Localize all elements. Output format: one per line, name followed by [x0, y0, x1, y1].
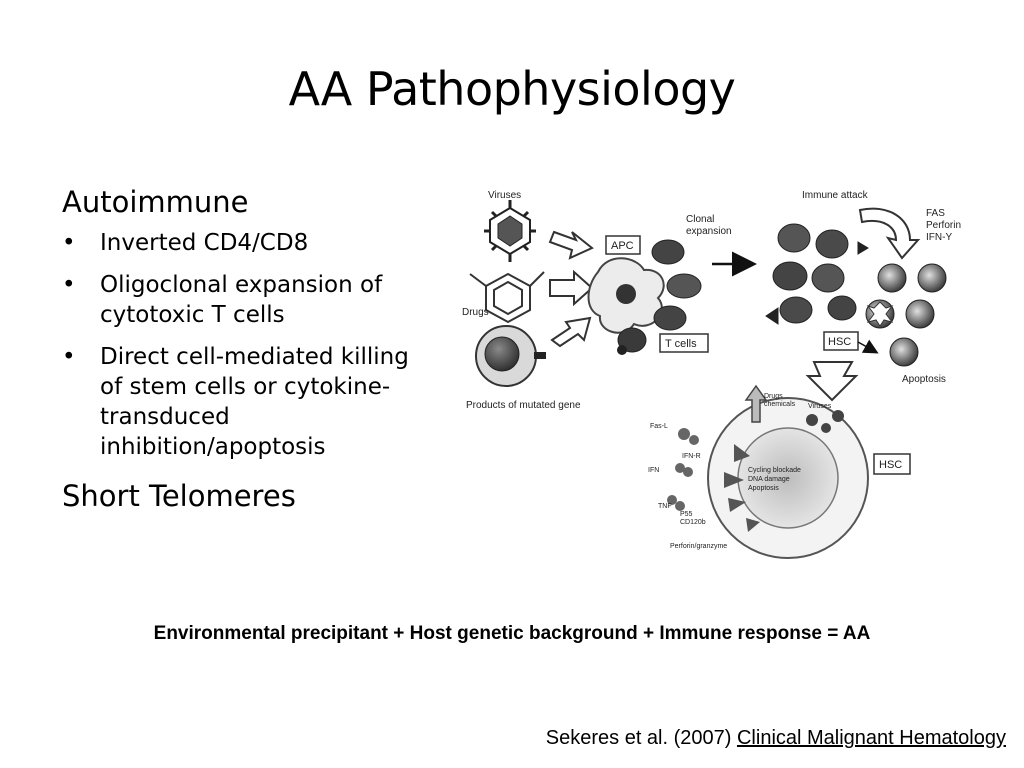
- label-immune-attack: Immune attack: [802, 190, 869, 201]
- heading-short-telomeres: Short Telomeres: [62, 479, 296, 513]
- drug-molecule-icon: [469, 271, 545, 324]
- label-ifn: IFN: [648, 467, 659, 474]
- virus-icon: [484, 200, 536, 262]
- label-hsc-bottom: HSC: [879, 459, 902, 471]
- label-hsc-top: HSC: [828, 336, 851, 348]
- bullet-icon: •: [62, 230, 76, 256]
- label-t-cells: T cells: [665, 338, 697, 350]
- heading-autoimmune: Autoimmune: [62, 185, 249, 219]
- hsc-bottom-label-box: [873, 453, 911, 475]
- receptor-molecules: [667, 428, 699, 511]
- equation-text: Environmental precipitant + Host genetic…: [153, 623, 871, 644]
- hollow-arrows: [548, 230, 594, 348]
- label-apc: APC: [611, 240, 634, 252]
- bullet-text: Direct cell-mediated killing of stem cel…: [100, 344, 409, 460]
- diagram-svg: Viruses Drugs Products of mutated gene A…: [462, 190, 961, 559]
- bullet-icon: •: [62, 272, 76, 298]
- down-hollow-arrow: [805, 361, 859, 402]
- bullet-text: Inverted CD4/CD8: [100, 230, 309, 256]
- bullet-item: • Inverted CD4/CD8: [62, 228, 432, 258]
- mutated-gene-cell-icon: [475, 325, 546, 387]
- citation: Sekeres et al. (2007) Clinical Malignant…: [546, 727, 1006, 750]
- expanded-t-cell-cluster: [765, 223, 869, 325]
- label-clonal: Clonal: [686, 214, 714, 225]
- citation-authors: Sekeres et al. (2007): [545, 727, 732, 749]
- label-drugs-chem-1: Drugs: [764, 393, 783, 400]
- label-drugs-chem-2: chemicals: [764, 401, 796, 408]
- label-fas: FAS: [926, 208, 945, 219]
- pathophysiology-figure: Viruses Drugs Products of mutated gene A…: [448, 182, 1008, 562]
- label-drugs: Drugs: [462, 307, 489, 318]
- label-expansion: expansion: [686, 226, 732, 237]
- label-inner-apoptosis: Apoptosis: [748, 485, 779, 492]
- label-perforin-granzyme: Perforin/granzyme: [670, 543, 727, 550]
- t-cells-group: [617, 239, 702, 355]
- label-ifn-r: IFN-R: [682, 453, 701, 460]
- apc-cell: [587, 257, 665, 334]
- label-ifn-y: IFN-Y: [926, 232, 952, 243]
- label-cd120b: CD120b: [680, 519, 706, 526]
- label-dna-damage: DNA damage: [748, 476, 790, 483]
- immune-attack-curved-arrow: [858, 207, 921, 260]
- label-viruses-small: Viruses: [808, 403, 832, 410]
- bullet-item: • Direct cell-mediated killing of stem ce…: [62, 342, 432, 462]
- bullet-text: Oligoclonal expansion of cytotoxic T cel…: [100, 272, 383, 328]
- hsc-top-label-box: [823, 331, 859, 351]
- bullet-icon: •: [62, 344, 76, 370]
- slide-title: AA Pathophysiology: [288, 62, 736, 116]
- label-cycling-blockade: Cycling blockade: [748, 467, 801, 474]
- hsc-pointer-arrow: [857, 339, 879, 354]
- drugs-chemicals-arrow: [744, 384, 768, 423]
- bullet-item: • Oligoclonal expansion of cytotoxic T ce…: [62, 270, 432, 330]
- label-viruses: Viruses: [488, 190, 521, 201]
- bullet-list: • Inverted CD4/CD8 • Oligoclonal expansion…: [62, 228, 432, 462]
- label-fas-l: Fas-L: [650, 423, 668, 430]
- label-tnf: TNF: [658, 503, 672, 510]
- left-text-column: Autoimmune • Inverted CD4/CD8 • Oligoclona…: [62, 182, 432, 516]
- label-perforin: Perforin: [926, 220, 961, 231]
- hsc-cells-group: [865, 263, 947, 367]
- t-cells-label-box: [659, 333, 709, 353]
- large-hsc-cell: [707, 397, 869, 559]
- label-products-mutated-gene: Products of mutated gene: [466, 400, 581, 411]
- apc-label-box: [605, 235, 641, 255]
- citation-book-link[interactable]: Clinical Malignant Hematology: [736, 727, 1006, 749]
- label-apoptosis: Apoptosis: [902, 374, 946, 385]
- label-p55: P55: [680, 511, 693, 518]
